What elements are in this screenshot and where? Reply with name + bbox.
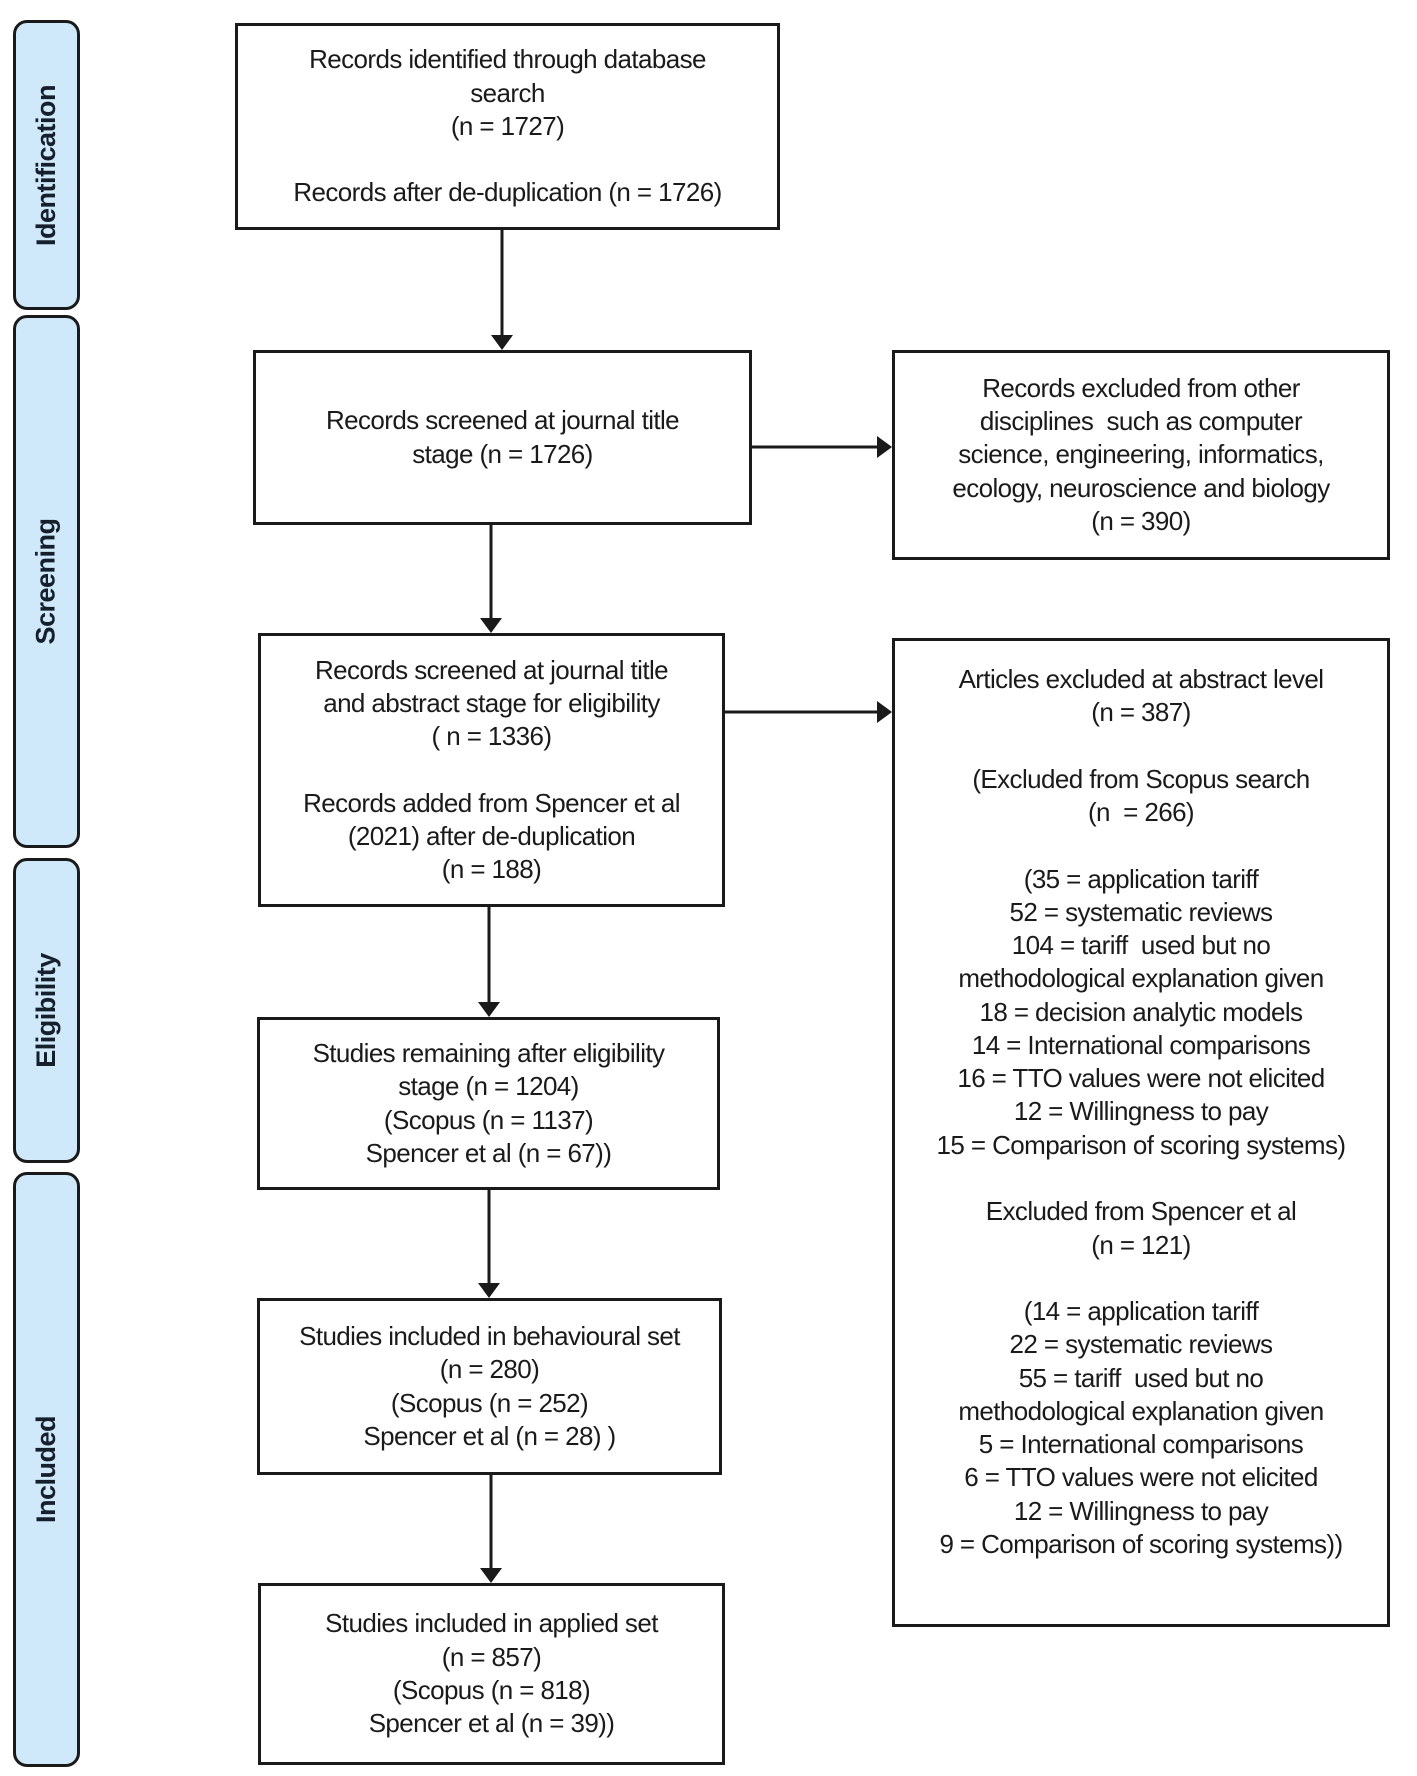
box-behavioural-set-text: Studies included in behavioural set (n =… [299, 1320, 680, 1451]
box-screened-journal-title: Records screened at journal title stage … [253, 350, 752, 525]
box-records-identified-text: Records identified through database sear… [293, 44, 722, 208]
arrow-abstract-to-excluded-abstract [725, 701, 892, 723]
box-applied-set: Studies included in applied set (n = 857… [258, 1583, 725, 1765]
arrow-right-head [877, 436, 892, 458]
arrow-down-head [480, 618, 502, 633]
box-records-identified: Records identified through database sear… [235, 23, 780, 230]
stage-band-included: Included [13, 1172, 80, 1767]
stage-label-identification: Identification [31, 84, 61, 246]
box-screened-journal-title-text: Records screened at journal title stage … [325, 405, 680, 469]
arrow-shaft [487, 1190, 491, 1285]
arrow-right-head [877, 701, 892, 723]
arrow-identified-to-screened [491, 230, 513, 350]
arrow-down-head [478, 1002, 500, 1017]
arrow-shaft [500, 230, 504, 337]
arrow-screened-to-abstract [480, 525, 502, 633]
box-excluded-disciplines: Records excluded from other disciplines … [892, 350, 1390, 560]
box-behavioural-set: Studies included in behavioural set (n =… [257, 1298, 722, 1475]
box-screened-abstract-text: Records screened at journal title and ab… [303, 654, 680, 885]
stage-band-identification: Identification [13, 20, 80, 310]
stage-label-eligibility: Eligibility [31, 953, 62, 1068]
stage-label-included: Included [31, 1415, 62, 1524]
box-remaining-eligibility: Studies remaining after eligibility stag… [257, 1017, 720, 1190]
arrow-down-head [491, 335, 513, 350]
arrow-screened-to-excluded-disciplines [752, 436, 892, 458]
stage-band-screening: Screening [13, 315, 80, 848]
arrow-abstract-to-remaining [478, 907, 500, 1017]
stage-label-screening: Screening [31, 518, 62, 645]
box-screened-abstract: Records screened at journal title and ab… [258, 633, 725, 907]
arrow-remaining-to-behavioural [478, 1190, 500, 1298]
box-excluded-abstract-level: Articles excluded at abstract level (n =… [892, 638, 1390, 1627]
arrow-shaft [489, 1475, 493, 1570]
arrow-down-head [480, 1568, 502, 1583]
arrow-behavioural-to-applied [480, 1475, 502, 1583]
box-excluded-disciplines-text: Records excluded from other disciplines … [952, 372, 1330, 536]
stage-band-eligibility: Eligibility [13, 858, 80, 1163]
box-excluded-abstract-level-text: Articles excluded at abstract level (n =… [936, 664, 1346, 1559]
arrow-shaft [489, 525, 493, 620]
arrow-shaft [487, 907, 491, 1004]
box-remaining-eligibility-text: Studies remaining after eligibility stag… [312, 1037, 665, 1168]
arrow-shaft [752, 445, 879, 449]
box-applied-set-text: Studies included in applied set (n = 857… [325, 1608, 658, 1739]
arrow-down-head [478, 1283, 500, 1298]
arrow-shaft [725, 710, 879, 714]
